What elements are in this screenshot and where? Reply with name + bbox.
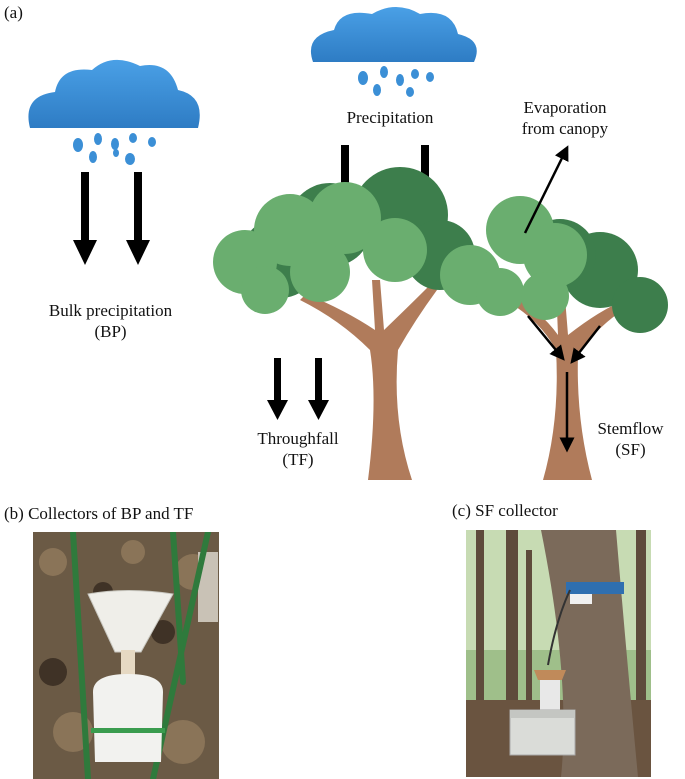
stemflow-line1: Stemflow bbox=[597, 419, 664, 438]
right-cloud-icon bbox=[310, 7, 477, 97]
panel-a-label: (a) bbox=[4, 3, 23, 22]
evaporation-arrow bbox=[523, 145, 569, 234]
left-cloud-icon bbox=[28, 59, 200, 165]
throughfall-line1: Throughfall bbox=[257, 429, 339, 448]
evaporation-label: Evaporation from canopy bbox=[505, 97, 625, 139]
bulk-precipitation-arrows bbox=[73, 172, 150, 265]
bulk-precipitation-line1: Bulk precipitation bbox=[48, 301, 173, 320]
panel-c-caption: (c) SF collector bbox=[452, 501, 558, 520]
bp-tf-collector-photo bbox=[33, 532, 219, 779]
evaporation-line1: Evaporation bbox=[523, 98, 607, 117]
stemflow-label: Stemflow (SF) bbox=[578, 418, 683, 460]
throughfall-line2: (TF) bbox=[282, 450, 314, 469]
bulk-precipitation-line2: (BP) bbox=[94, 322, 127, 341]
water-flow-diagram bbox=[28, 7, 668, 480]
bulk-precipitation-label: Bulk precipitation (BP) bbox=[28, 300, 193, 342]
stemflow-arrows bbox=[527, 315, 601, 453]
precipitation-label: Precipitation bbox=[346, 108, 434, 127]
evaporation-line2: from canopy bbox=[521, 119, 609, 138]
stemflow-line2: (SF) bbox=[615, 440, 646, 459]
throughfall-label: Throughfall (TF) bbox=[238, 428, 358, 470]
throughfall-arrows bbox=[267, 358, 329, 420]
panel-b-caption: (b) Collectors of BP and TF bbox=[4, 504, 194, 523]
sf-collector-photo bbox=[466, 530, 651, 777]
